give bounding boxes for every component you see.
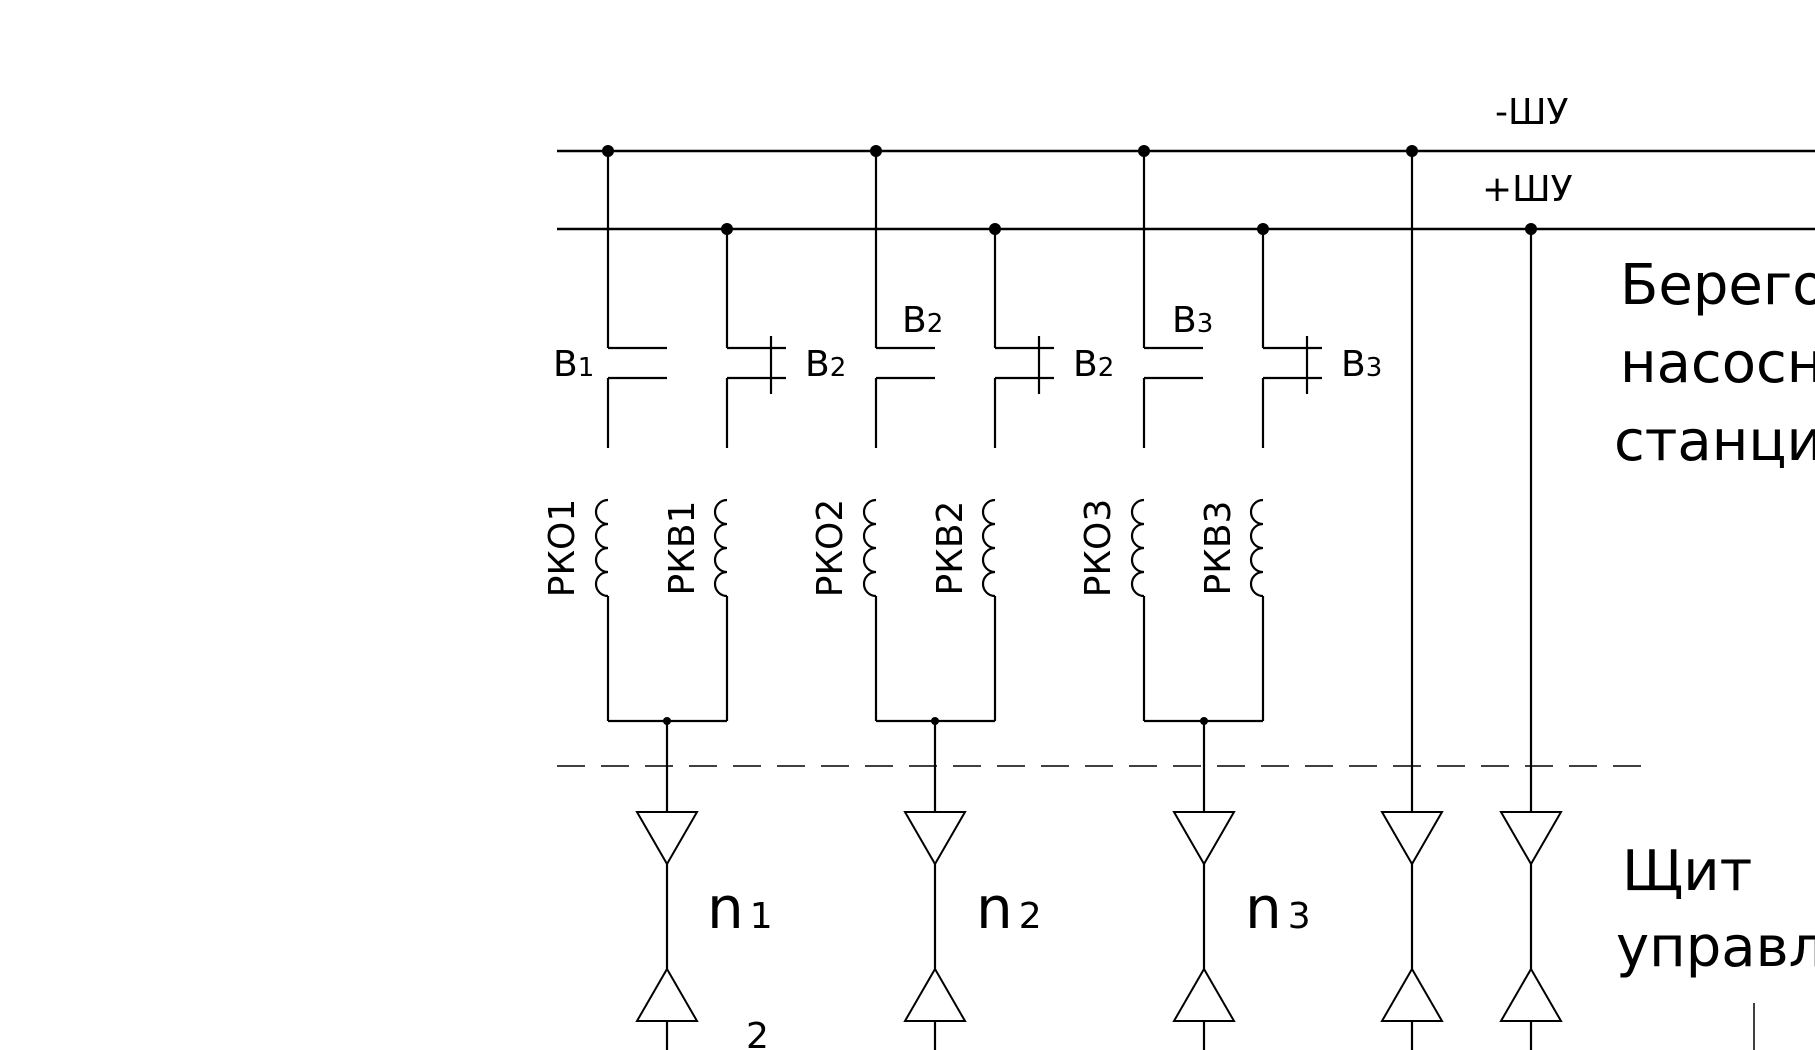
coil-rko3-label: РКО3	[1078, 499, 1119, 598]
coil-rkv1-label: РКВ1	[662, 501, 703, 596]
rail-minus-label: -ШУ	[1495, 92, 1568, 133]
coil-rko1	[594, 498, 610, 598]
shore-label-line3: станци	[1614, 409, 1815, 474]
panel-label-line1: Щит	[1622, 839, 1752, 904]
bottom-number-label: 2	[746, 1016, 769, 1050]
shore-label-line2: насосн	[1620, 331, 1815, 396]
branch-1	[594, 151, 786, 725]
contact-b3-label: В3	[1341, 344, 1382, 385]
contact-b1-label: В1	[553, 344, 594, 385]
coil-rkv2	[981, 498, 997, 598]
rail-plus-label: +ШУ	[1482, 169, 1573, 210]
contact-b2-top-label: В2	[902, 300, 943, 341]
branch-3	[1130, 151, 1322, 725]
connectors-upper	[635, 811, 1563, 867]
connectors-lower	[635, 966, 1563, 1022]
coil-rko2-label: РКО2	[810, 499, 851, 598]
panel-label-line2: управл	[1616, 915, 1815, 980]
contact-b2-label-1: В2	[805, 344, 846, 385]
shore-label-line1: Берего	[1620, 253, 1815, 318]
coil-rko1-label: РКО1	[542, 499, 583, 598]
coil-rko2	[862, 498, 878, 598]
coil-rkv2-label: РКВ2	[930, 501, 971, 596]
rail-junctions	[602, 145, 1537, 235]
coil-rko3	[1130, 498, 1146, 598]
contact-b3-top-label: В3	[1172, 300, 1213, 341]
branch-2	[862, 151, 1054, 725]
coil-rkv3-label: РКВ3	[1198, 501, 1239, 596]
contact-b2-label-2: В2	[1073, 344, 1114, 385]
coil-rkv1	[713, 498, 729, 598]
coil-rkv3	[1249, 498, 1265, 598]
